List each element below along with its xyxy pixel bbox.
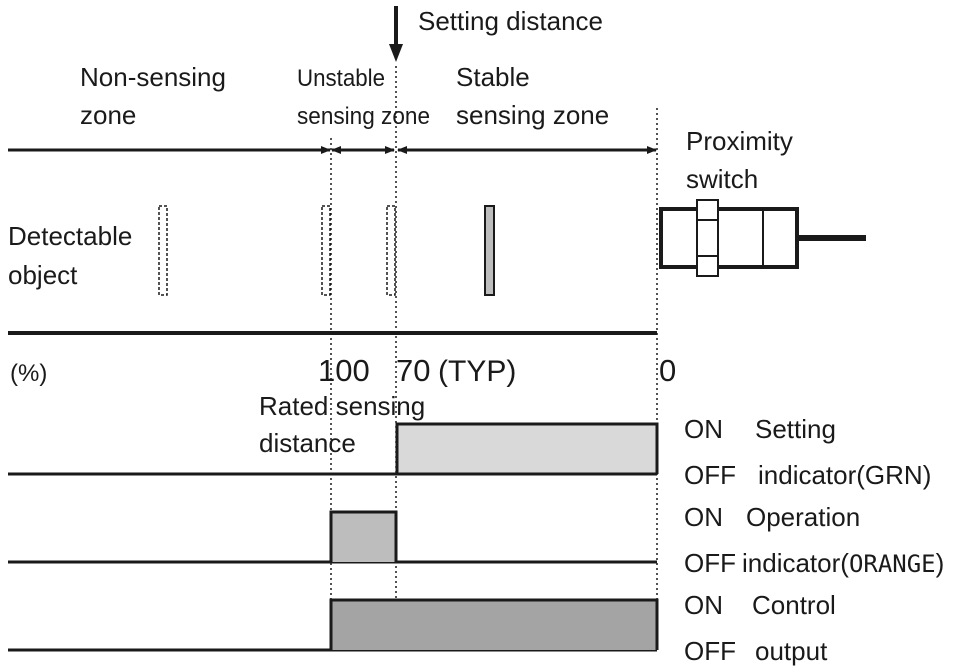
setting-indicator-off-label: OFF xyxy=(684,460,736,490)
scale-0-label: 0 xyxy=(659,353,676,388)
detectable-object-label-1: Detectable xyxy=(8,221,132,251)
control-output-name-2: output xyxy=(755,636,828,666)
setting-indicator-on-label: ON xyxy=(684,414,723,444)
rated-sensing-distance-label-2: distance xyxy=(259,428,356,458)
unstable-zone-label-2: sensing zone xyxy=(297,103,430,130)
stable-zone-label-2: sensing zone xyxy=(456,100,609,130)
stable-zone-label-1: Stable xyxy=(456,62,530,92)
control-output-on-pulse xyxy=(331,600,657,650)
object-position-rated-icon xyxy=(321,205,331,296)
scale-70-label: 70 xyxy=(396,353,430,388)
setting-indicator-name-1: Setting xyxy=(755,414,836,444)
operation-indicator-on-label: ON xyxy=(684,502,723,532)
non-sensing-zone-label-2: zone xyxy=(80,100,136,130)
scale-unit-label: (%) xyxy=(10,360,47,387)
proximity-switch-label-1: Proximity xyxy=(686,126,793,156)
control-output-on-label: ON xyxy=(684,590,723,620)
operation-indicator-name-1: Operation xyxy=(746,502,860,532)
scale-100-label: 100 xyxy=(318,353,370,388)
object-position-non-sensing-icon xyxy=(158,205,168,296)
setting-indicator-name-2: indicator(GRN) xyxy=(758,460,931,490)
object-position-setting-icon xyxy=(386,205,396,296)
object-position-stable-icon xyxy=(484,205,495,296)
proximity-switch-label-2: switch xyxy=(686,164,758,194)
detectable-object-label-2: object xyxy=(8,260,78,290)
non-sensing-zone-label-1: Non-sensing xyxy=(80,62,226,92)
operation-indicator-waveform xyxy=(329,510,398,562)
setting-distance-arrowhead xyxy=(389,44,403,62)
rated-sensing-distance-label-1: Rated sensing xyxy=(259,391,425,421)
setting-indicator-waveform xyxy=(395,422,659,474)
operation-indicator-name-2: indicator(ORANGE) xyxy=(742,548,944,578)
proximity-switch-icon xyxy=(659,199,866,277)
setting-indicator-on-pulse xyxy=(397,424,657,474)
control-output-name-1: Control xyxy=(752,590,836,620)
scale-typ-label: (TYP) xyxy=(438,355,516,388)
control-output-waveform xyxy=(329,598,659,650)
control-output-off-label: OFF xyxy=(684,636,736,666)
setting-distance-label: Setting distance xyxy=(418,6,603,36)
unstable-zone-label-1: Unstable xyxy=(297,65,385,92)
operation-indicator-on-pulse xyxy=(331,512,396,562)
operation-indicator-off-label: OFF xyxy=(684,548,736,578)
